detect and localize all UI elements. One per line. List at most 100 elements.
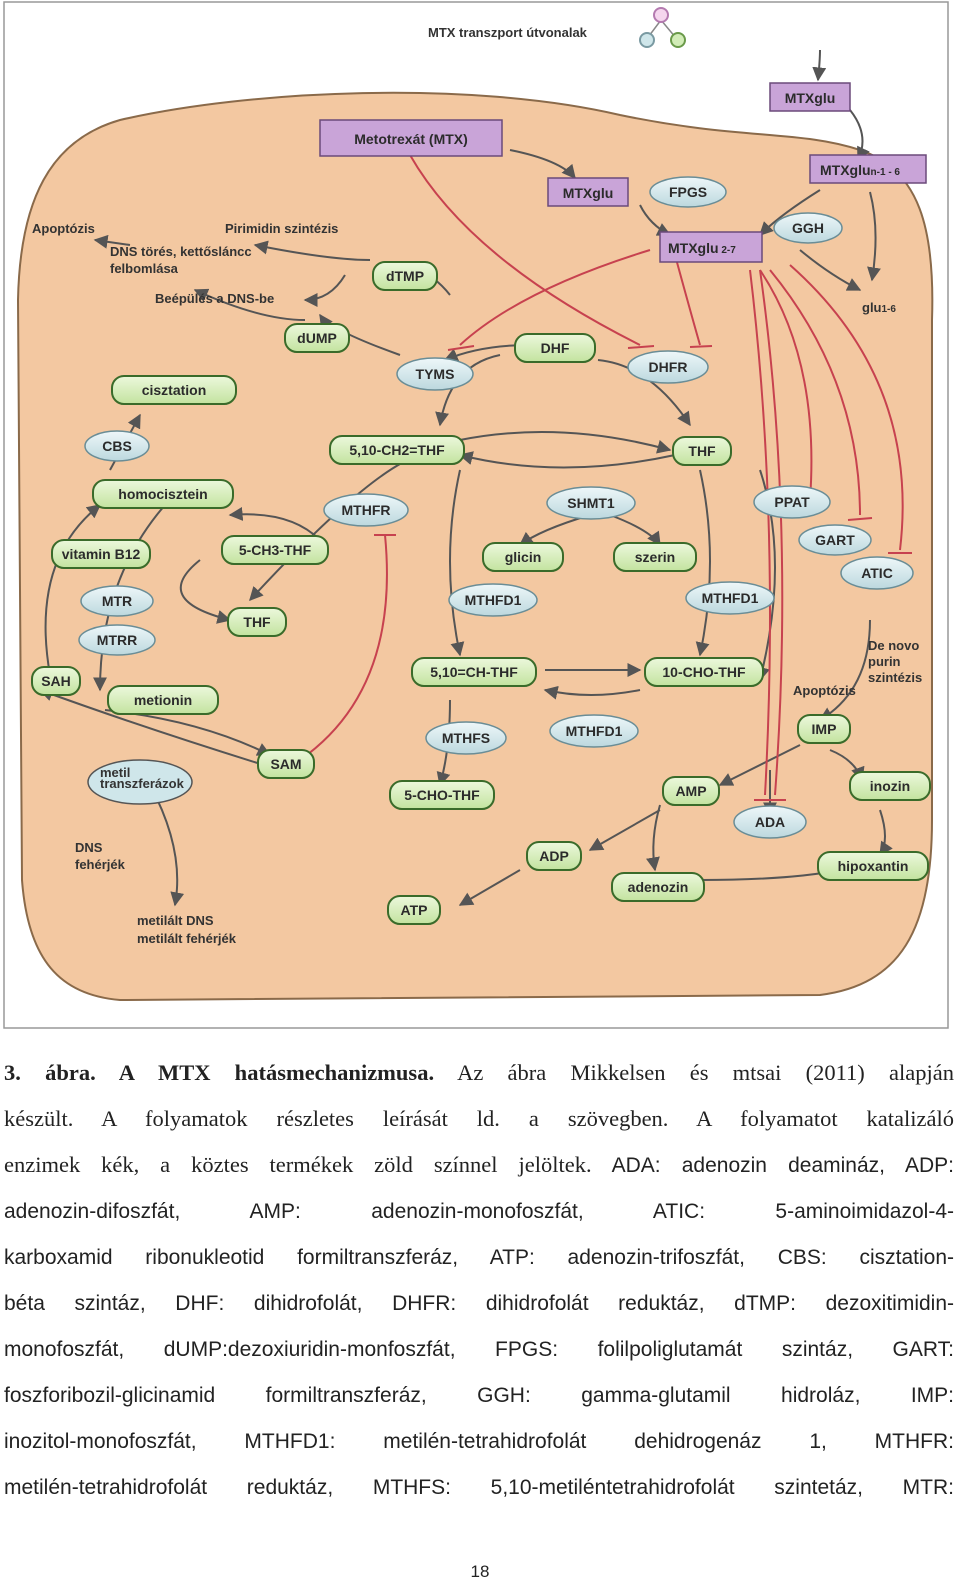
enzyme-mthfd1b-label: MTHFD1 — [702, 590, 759, 606]
mtxglu-center: MTXglu — [547, 177, 629, 207]
product-hipoxantin-label: hipoxantin — [838, 858, 909, 874]
product-imp-label: IMP — [812, 721, 837, 737]
caption-line-2: készült. A folyamatok részletes leírását… — [4, 1106, 954, 1131]
enzyme-ada: ADA — [733, 805, 807, 839]
product-adp: ADP — [526, 841, 582, 871]
enzyme-cbs-label: CBS — [102, 438, 132, 454]
product-dhf: DHF — [514, 333, 596, 363]
mtxglu-27-sub: 2-7 — [719, 245, 737, 256]
enzyme-mthfr-label: MTHFR — [342, 502, 391, 518]
product-imp: IMP — [797, 714, 851, 744]
enzyme-ppat-label: PPAT — [774, 494, 810, 510]
de-novo-purine-label: De novo purin szintézis — [868, 638, 923, 685]
enzyme-shmt1: SHMT1 — [546, 486, 636, 520]
product-cisztation: cisztation — [111, 375, 237, 405]
transport-icon — [639, 7, 686, 48]
mtxglu-27: MTXglu 2-7 — [659, 231, 763, 263]
enzyme-fpgs: FPGS — [649, 176, 727, 208]
product-sam-label: SAM — [270, 756, 301, 772]
caption-line-6: béta szintáz, DHF: dihidrofolát, DHFR: d… — [4, 1292, 954, 1315]
caption-line-4: adenozin-difoszfát, AMP: adenozin-monofo… — [4, 1200, 954, 1223]
drug-box: Metotrexát (MTX) — [319, 119, 503, 157]
mtxglu-top: MTXglu — [769, 82, 851, 112]
enzyme-dhfr: DHFR — [627, 350, 709, 384]
mtxglu-top-label: MTXglu — [785, 90, 836, 106]
figure-frame — [3, 1, 949, 1029]
product-metionin: metionin — [107, 685, 219, 715]
apoptosis-right-label: Apoptózis — [793, 683, 856, 698]
enzyme-mthfs: MTHFS — [425, 721, 507, 755]
mtxglu-n-base: MTXglu — [820, 162, 871, 178]
svg-text:MTXglu 2-7: MTXglu 2-7 — [668, 240, 736, 256]
enzyme-tyms: TYMS — [396, 357, 474, 391]
enzyme-atic: ATIC — [840, 556, 914, 590]
product-thf_r: THF — [672, 436, 732, 466]
enzyme-ada-label: ADA — [755, 814, 785, 830]
product-dump: dUMP — [284, 323, 350, 353]
product-ch2thf: 5,10-CH2=THF — [329, 435, 465, 465]
product-ch3thf: 5-CH3-THF — [221, 535, 329, 565]
product-inozin-label: inozin — [870, 778, 910, 794]
enzyme-fpgs-label: FPGS — [669, 184, 707, 200]
product-thf_l-label: THF — [243, 614, 271, 630]
enzyme-ggh-label: GGH — [792, 220, 824, 236]
enzyme-mthfd1a-label: MTHFD1 — [465, 592, 522, 608]
caption-line-5: karboxamid ribonukleotid formiltranszfer… — [4, 1246, 954, 1269]
product-adenozin: adenozin — [611, 872, 705, 902]
enzyme-shmt1-label: SHMT1 — [567, 495, 615, 511]
mtxglu-n: MTXglun-1 - 6 — [809, 154, 927, 184]
mtxglu-center-label: MTXglu — [563, 185, 614, 201]
caption-line-8: foszforibozil-glicinamid formiltranszfer… — [4, 1384, 954, 1407]
apoptosis-top-label: Apoptózis — [32, 221, 95, 236]
product-chthf: 5,10=CH-THF — [411, 657, 537, 687]
product-glicin-label: glicin — [505, 549, 542, 565]
product-vitb12: vitamin B12 — [51, 539, 151, 569]
inhibition-lines — [299, 154, 912, 801]
mtxglu-n-sub: n-1 - 6 — [871, 167, 901, 178]
transport-label: MTX transzport útvonalak — [428, 25, 588, 40]
pyrimidine-synthesis-label: Pirimidin szintézis — [225, 221, 338, 236]
product-sah-label: SAH — [41, 673, 71, 689]
enzyme-mthfs-label: MTHFS — [442, 730, 490, 746]
product-atp-label: ATP — [401, 902, 428, 918]
product-homocisztein: homocisztein — [92, 479, 234, 509]
enzyme-atic-label: ATIC — [861, 565, 893, 581]
product-sah: SAH — [31, 666, 81, 696]
enzyme-ppat: PPAT — [753, 485, 831, 519]
product-atp: ATP — [387, 895, 441, 925]
product-hipoxantin: hipoxantin — [817, 851, 929, 881]
product-dtmp-label: dTMP — [386, 268, 424, 284]
svg-text:metil transzferázok: metil transzferázok — [100, 765, 185, 791]
product-dhf-label: DHF — [541, 340, 570, 356]
product-ch2thf-label: 5,10-CH2=THF — [349, 442, 445, 458]
glu16-label: glu1-6 — [862, 300, 896, 315]
caption-line-7: monofoszfát, dUMP:dezoxiuridin-monfoszfá… — [4, 1338, 954, 1361]
methyl-transferase-node: metil transzferázok — [87, 759, 193, 805]
dna-break-label: DNS törés, kettősláncc felbomlása — [110, 244, 255, 276]
enzyme-gart: GART — [798, 524, 872, 556]
enzyme-tyms-label: TYMS — [416, 366, 455, 382]
product-cisztation-label: cisztation — [142, 382, 207, 398]
enzyme-mthfr: MTHFR — [323, 493, 409, 527]
enzyme-ggh: GGH — [773, 212, 843, 244]
enzyme-mtrr: MTRR — [78, 624, 156, 656]
product-thf_r-label: THF — [688, 443, 716, 459]
product-chothf5: 5-CHO-THF — [389, 780, 495, 810]
product-metionin-label: metionin — [134, 692, 192, 708]
product-glicin: glicin — [482, 542, 564, 572]
caption-line-1: 3. ábra. A MTX hatásmechanizmusa. Az ábr… — [4, 1060, 954, 1085]
mtx-mechanism-diagram: MTX transzport útvonalak — [3, 1, 949, 1029]
product-sam: SAM — [257, 749, 315, 779]
enzyme-mthfd1c: MTHFD1 — [549, 714, 639, 748]
product-chthf-label: 5,10=CH-THF — [430, 664, 518, 680]
caption-line-9: inozitol-monofoszfát, MTHFD1: metilén-te… — [4, 1430, 954, 1453]
drug-label: Metotrexát (MTX) — [354, 131, 468, 147]
caption-line-10: metilén-tetrahidrofolát reduktáz, MTHFS:… — [4, 1476, 954, 1499]
caption-line-3: enzimek kék, a köztes termékek zöld szín… — [4, 1152, 954, 1177]
mtxglu-27-base: MTXglu — [668, 240, 719, 256]
cell-body — [16, 91, 934, 1002]
product-homocisztein-label: homocisztein — [118, 486, 207, 502]
enzyme-mtrr-label: MTRR — [97, 632, 137, 648]
product-dump-label: dUMP — [297, 330, 337, 346]
